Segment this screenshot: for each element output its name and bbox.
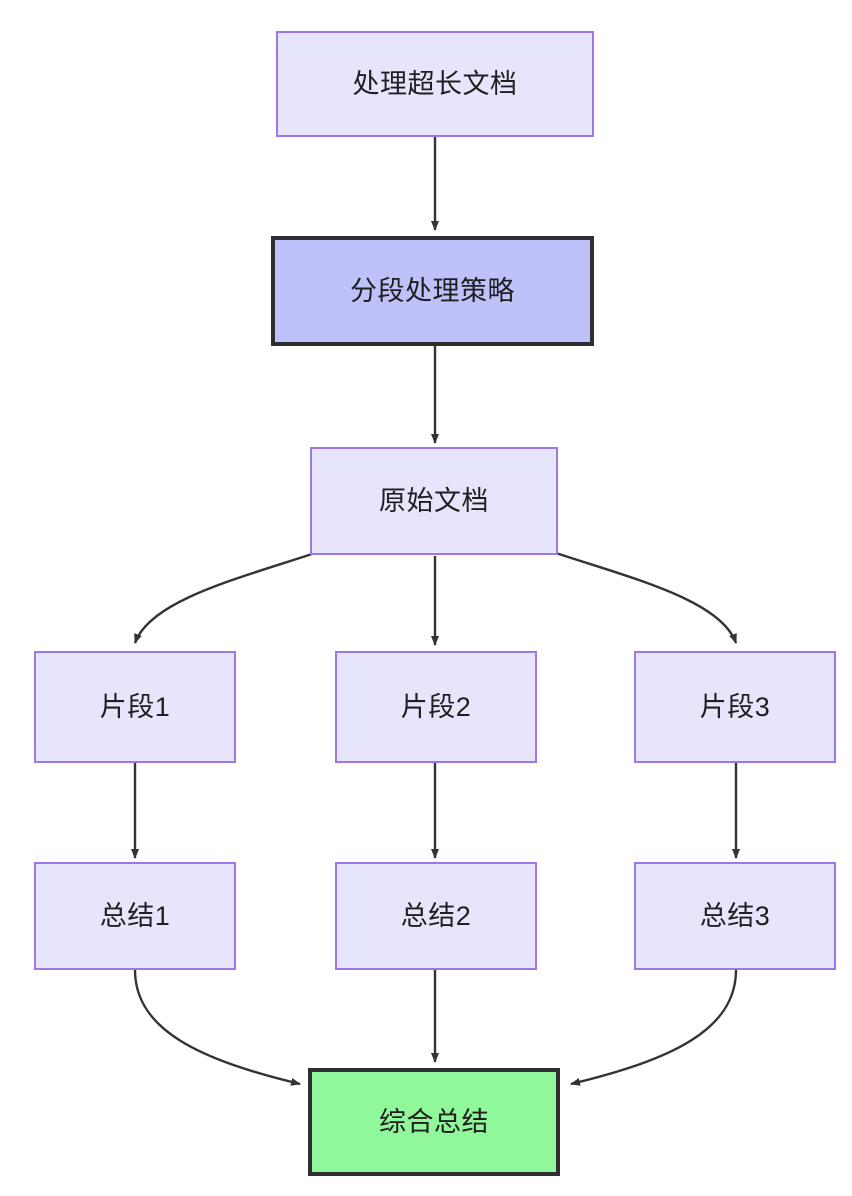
edge-n9-n10: [570, 969, 738, 1086]
node-fragment-2[interactable]: 片段2: [335, 651, 537, 763]
node-label: 片段1: [99, 691, 171, 722]
edge-n3-n4: [133, 551, 316, 644]
node-label: 处理超长文档: [352, 68, 518, 99]
node-label: 分段处理策略: [350, 275, 515, 306]
node-label: 总结1: [99, 900, 171, 931]
node-summary-1[interactable]: 总结1: [34, 862, 236, 970]
node-label: 片段2: [400, 691, 472, 722]
node-summary-3[interactable]: 总结3: [634, 862, 836, 970]
node-summary-2[interactable]: 总结2: [335, 862, 537, 970]
node-process-long-document[interactable]: 处理超长文档: [276, 31, 594, 137]
node-original-document[interactable]: 原始文档: [310, 447, 558, 555]
node-label: 总结3: [699, 900, 771, 931]
node-label: 原始文档: [379, 485, 489, 516]
edge-n3-n6: [555, 551, 738, 644]
node-comprehensive-summary[interactable]: 综合总结: [308, 1068, 560, 1176]
node-label: 综合总结: [379, 1106, 489, 1137]
node-chunking-strategy[interactable]: 分段处理策略: [271, 236, 594, 346]
edge-n7-n10: [133, 969, 301, 1086]
node-label: 总结2: [400, 900, 472, 931]
node-label: 片段3: [699, 691, 771, 722]
node-fragment-3[interactable]: 片段3: [634, 651, 836, 763]
node-fragment-1[interactable]: 片段1: [34, 651, 236, 763]
